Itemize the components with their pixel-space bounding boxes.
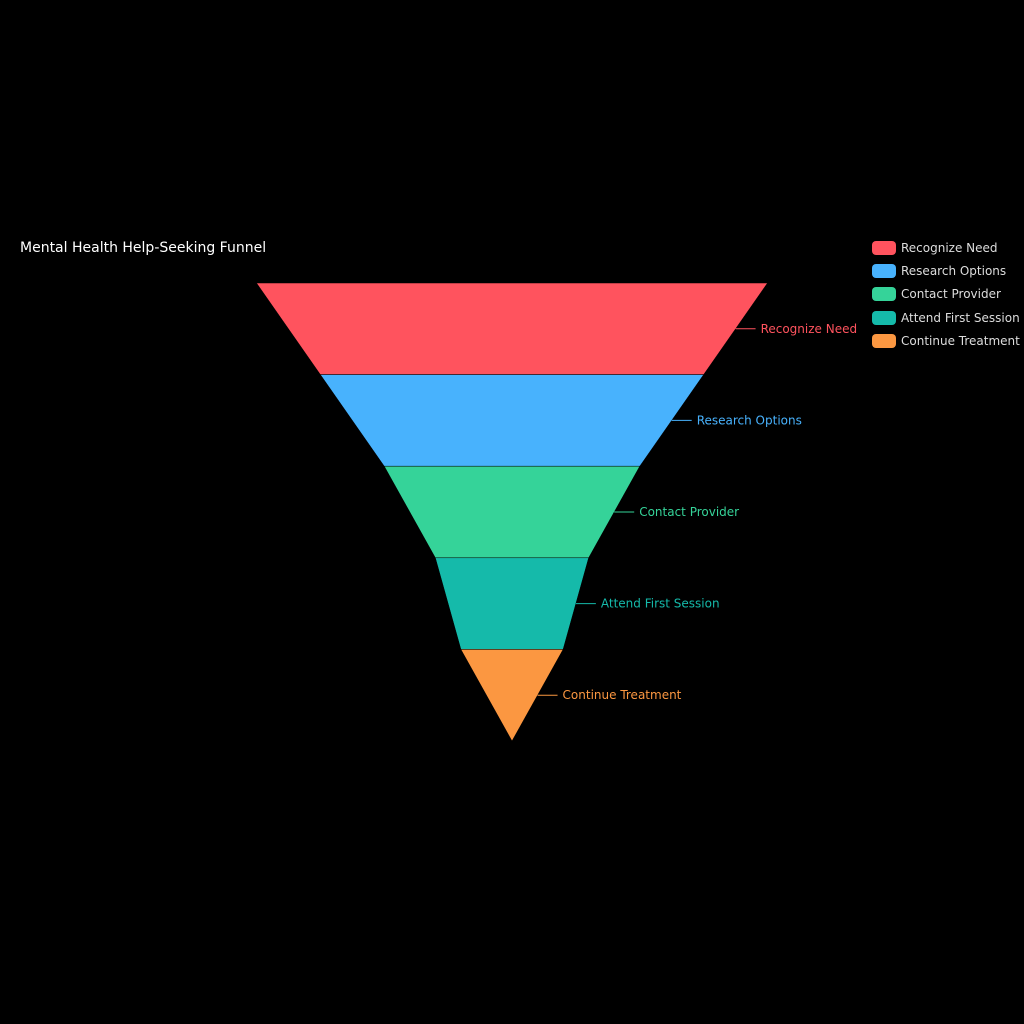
legend-label: Research Options xyxy=(901,263,1007,278)
legend-swatch xyxy=(872,240,896,255)
funnel-label-recognize-need: Recognize Need xyxy=(761,322,858,336)
legend-swatch xyxy=(872,287,896,302)
funnel-segment-research-options[interactable] xyxy=(319,374,705,467)
legend-swatch xyxy=(872,310,896,325)
legend-label: Attend First Session xyxy=(901,310,1020,325)
funnel-segment-attend-first-session[interactable] xyxy=(435,557,589,650)
legend-swatch xyxy=(872,333,896,348)
legend-item-contact-provider[interactable]: Contact Provider xyxy=(872,283,1020,306)
chart-title: Mental Health Help-Seeking Funnel xyxy=(20,240,267,256)
funnel-segment-recognize-need[interactable] xyxy=(256,282,768,375)
funnel-label-research-options: Research Options xyxy=(697,413,802,427)
funnel-label-attend-first-session: Attend First Session xyxy=(601,597,720,611)
legend-item-research-options[interactable]: Research Options xyxy=(872,259,1020,282)
legend-item-recognize-need[interactable]: Recognize Need xyxy=(872,236,1020,259)
funnel-label-contact-provider: Contact Provider xyxy=(639,505,739,519)
legend-label: Contact Provider xyxy=(901,287,1001,302)
legend-item-attend-first-session[interactable]: Attend First Session xyxy=(872,306,1020,329)
legend-label: Recognize Need xyxy=(901,240,998,255)
legend-item-continue-treatment[interactable]: Continue Treatment xyxy=(872,329,1020,352)
funnel-segment-contact-provider[interactable] xyxy=(383,465,641,559)
legend-label: Continue Treatment xyxy=(901,333,1020,348)
legend-swatch xyxy=(872,263,896,278)
funnel-label-continue-treatment: Continue Treatment xyxy=(563,688,682,702)
